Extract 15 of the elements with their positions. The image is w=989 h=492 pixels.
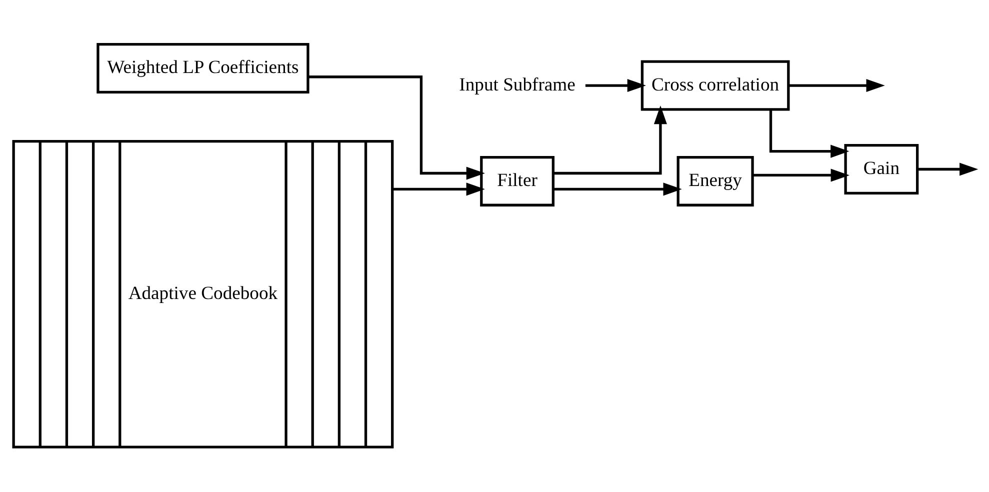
node-box: Cross correlation [640, 60, 790, 111]
arrow [788, 79, 885, 92]
node-box: Filter [480, 156, 554, 206]
arrow [553, 105, 667, 175]
arrow [752, 168, 850, 182]
arrow [769, 110, 850, 158]
node-box: Weighted LP Coefficients [96, 42, 310, 94]
arrow [554, 182, 682, 196]
arrow [392, 182, 485, 196]
node-text: Input Subframe [459, 74, 576, 96]
arrow [308, 76, 485, 180]
node-box: Energy [676, 156, 754, 206]
arrow [917, 162, 978, 176]
arrow [585, 79, 646, 92]
node-box: Gain [844, 144, 919, 194]
